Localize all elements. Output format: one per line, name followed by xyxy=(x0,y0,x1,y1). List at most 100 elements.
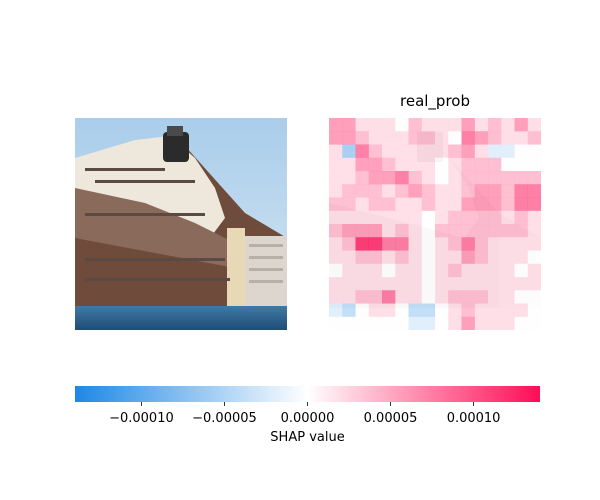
heatmap-cell xyxy=(527,290,541,304)
heatmap-cell xyxy=(395,171,409,185)
heatmap-cell xyxy=(395,131,409,145)
heatmap-cell xyxy=(329,263,343,278)
heatmap-cell xyxy=(408,237,423,251)
heatmap-cell xyxy=(501,277,515,291)
heatmap-cell xyxy=(435,316,449,330)
heatmap-cell xyxy=(382,197,396,212)
heatmap-cell xyxy=(474,157,489,172)
heatmap-cell xyxy=(514,157,529,172)
heatmap-cell xyxy=(355,171,370,185)
heatmap-cell xyxy=(461,118,476,132)
heatmap-cell xyxy=(382,118,396,132)
heatmap-cell xyxy=(342,197,356,212)
superstructure xyxy=(75,136,225,238)
heatmap-cell xyxy=(474,316,489,330)
heatmap-cell xyxy=(421,250,436,265)
colorbar-tick-label: 0.00010 xyxy=(447,411,501,426)
heatmap-cell xyxy=(395,263,409,278)
heatmap-cell xyxy=(501,144,515,159)
pier-building xyxy=(245,236,287,308)
heatmap-cell xyxy=(355,197,370,212)
heatmap-cell xyxy=(342,277,356,291)
heatmap-cell xyxy=(368,250,383,265)
heatmap-cell xyxy=(514,250,529,265)
heatmap-cell xyxy=(329,184,343,198)
heatmap-cell xyxy=(435,197,449,212)
heatmap-cell xyxy=(368,224,383,238)
heatmap-cell xyxy=(395,277,409,291)
heatmap-cell xyxy=(461,171,476,185)
heatmap-cell xyxy=(488,144,502,159)
colorbar-tick-label: 0.00005 xyxy=(364,411,418,426)
heatmap-cell xyxy=(421,197,436,212)
pier-tower xyxy=(227,228,245,308)
heatmap-cell xyxy=(514,290,529,304)
heatmap-cell xyxy=(527,210,541,225)
heatmap-cell xyxy=(355,131,370,145)
heatmap-cell xyxy=(329,303,343,318)
heatmap-cell xyxy=(382,237,396,251)
heatmap-cell xyxy=(448,277,462,291)
heatmap-cell xyxy=(488,157,502,172)
heatmap-cell xyxy=(448,184,462,198)
heatmap-cell xyxy=(488,316,502,330)
heatmap-cell xyxy=(488,237,502,251)
heatmap-cell xyxy=(501,303,515,318)
heatmap-cell xyxy=(474,184,489,198)
heatmap-cell xyxy=(461,157,476,172)
heatmap-cell xyxy=(514,118,529,132)
heatmap-cell xyxy=(448,197,462,212)
heatmap-cell xyxy=(329,224,343,238)
heatmap-cell xyxy=(514,303,529,318)
heatmap-cell xyxy=(448,237,462,251)
heatmap-cell xyxy=(501,210,515,225)
colorbar-tick-label: −0.00010 xyxy=(109,411,174,426)
heatmap-cell xyxy=(382,303,396,318)
heatmap-cell xyxy=(382,316,396,330)
heatmap-cell xyxy=(329,250,343,265)
heatmap-cell xyxy=(408,210,423,225)
heatmap-cell xyxy=(421,316,436,330)
heatmap-cell xyxy=(421,171,436,185)
heatmap-cell xyxy=(408,250,423,265)
heatmap-cell xyxy=(474,250,489,265)
heatmap-cell xyxy=(355,316,370,330)
heatmap-cell xyxy=(514,171,529,185)
heatmap-cell xyxy=(488,171,502,185)
heatmap-cell xyxy=(461,224,476,238)
heatmap-cell xyxy=(421,277,436,291)
heatmap-cell xyxy=(527,303,541,318)
heatmap-cell xyxy=(488,210,502,225)
heatmap-cell xyxy=(329,210,343,225)
heatmap-cell xyxy=(514,277,529,291)
heatmap-cell xyxy=(329,237,343,251)
heatmap-cell xyxy=(368,237,383,251)
heatmap-cell xyxy=(448,290,462,304)
heatmap-cell xyxy=(501,250,515,265)
heatmap-cell xyxy=(474,118,489,132)
heatmap-cell xyxy=(527,197,541,212)
colorbar-gradient xyxy=(75,386,540,402)
heatmap-cell xyxy=(527,237,541,251)
heatmap-cell xyxy=(501,157,515,172)
heatmap-cell xyxy=(382,250,396,265)
heatmap-cell xyxy=(342,184,356,198)
heatmap-cell xyxy=(474,224,489,238)
heatmap-cell xyxy=(342,118,356,132)
heatmap-cell xyxy=(368,184,383,198)
heatmap-cell xyxy=(408,184,423,198)
heatmap-cell xyxy=(501,184,515,198)
heatmap-cell xyxy=(435,224,449,238)
heatmap-cell xyxy=(395,303,409,318)
heatmap-cell xyxy=(355,184,370,198)
heatmap-cell xyxy=(329,118,343,132)
heatmap-cell xyxy=(461,263,476,278)
heatmap-cell xyxy=(355,157,370,172)
heatmap-cell xyxy=(382,277,396,291)
heatmap-cell xyxy=(342,144,356,159)
heatmap-cell xyxy=(342,263,356,278)
heatmap-cell xyxy=(382,184,396,198)
heatmap-cell xyxy=(368,290,383,304)
heatmap-cell xyxy=(527,316,541,330)
